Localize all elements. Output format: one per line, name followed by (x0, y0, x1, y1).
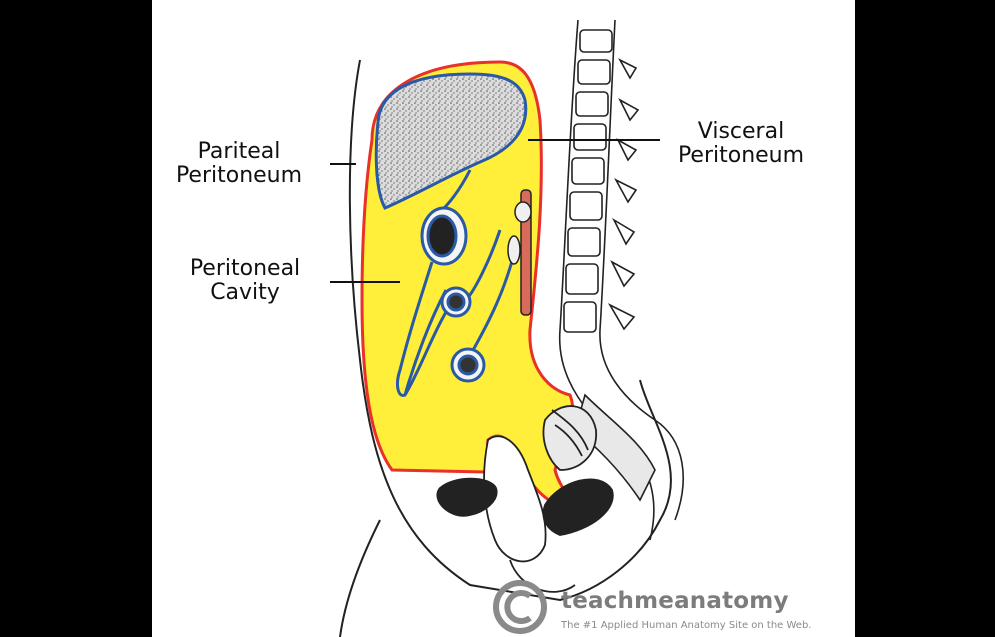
pelvic-organs (436, 405, 614, 593)
watermark-subtitle: The #1 Applied Human Anatomy Site on the… (561, 620, 812, 631)
label-pariteal-line2: Peritoneum (175, 163, 303, 188)
gut-loops (420, 206, 486, 383)
liver (374, 72, 528, 210)
aorta (507, 189, 532, 316)
watermark-title: teachmeanatomy (561, 588, 789, 614)
label-pariteal-peritoneum: Pariteal Peritoneum (164, 140, 314, 188)
copyright-icon (493, 580, 547, 634)
label-peritoneal-cavity: Peritoneal Cavity (170, 257, 320, 305)
leader-lines (330, 139, 660, 283)
label-visceral-peritoneum: Visceral Peritoneum (664, 120, 818, 168)
body-outline (348, 59, 672, 602)
label-visceral-line1: Visceral (697, 119, 785, 144)
label-cavity-line2: Cavity (210, 280, 280, 305)
label-visceral-line2: Peritoneum (677, 143, 805, 168)
thigh-outline (339, 519, 381, 637)
label-cavity-line1: Peritoneal (189, 256, 301, 281)
label-pariteal-line1: Pariteal (197, 139, 281, 164)
